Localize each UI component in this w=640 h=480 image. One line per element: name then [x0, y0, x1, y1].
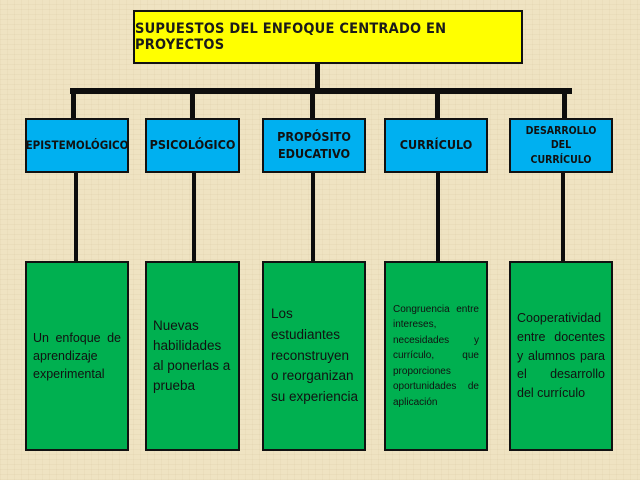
branch-drop-2	[190, 90, 195, 119]
detail-proposito-educativo-text: Los estudiantes reconstruyen o reorganiz…	[271, 305, 359, 405]
detail-curriculo-text: Congruencia entre intereses, necesidades…	[393, 303, 479, 408]
branch-drop-1	[71, 90, 76, 119]
branch-drop-5	[562, 90, 567, 119]
detail-epistemologico: Un enfoque de aprendizaje experimental	[25, 261, 129, 451]
detail-epistemologico-text: Un enfoque de aprendizaje experimental	[33, 330, 121, 382]
branch-drop-3	[310, 90, 315, 119]
header-psicologico: PSICOLÓGICO	[145, 118, 240, 173]
detail-psicologico-text: Nuevas habilidades al ponerlas a prueba	[153, 317, 231, 394]
column-connector-2	[192, 172, 196, 262]
detail-desarrollo-del-curriculo-text: Cooperatividad entre docentes y alumnos …	[517, 311, 605, 401]
diagram-title: SUPUESTOS DEL ENFOQUE CENTRADO EN PROYEC…	[133, 10, 523, 64]
detail-psicologico: Nuevas habilidades al ponerlas a prueba	[145, 261, 240, 451]
trunk-connector	[315, 64, 320, 91]
column-connector-3	[311, 172, 315, 262]
header-curriculo: CURRÍCULO	[384, 118, 488, 173]
header-proposito-educativo: PROPÓSITO EDUCATIVO	[262, 118, 366, 173]
column-connector-4	[436, 172, 440, 262]
detail-curriculo: Congruencia entre intereses, necesidades…	[384, 261, 488, 451]
header-desarrollo-del-curriculo: DESARROLLO DEL CURRÍCULO	[509, 118, 613, 173]
column-connector-1	[74, 172, 78, 262]
header-epistemologico: EPISTEMOLÓGICO	[25, 118, 129, 173]
branch-drop-4	[435, 90, 440, 119]
column-connector-5	[561, 172, 565, 262]
detail-proposito-educativo: Los estudiantes reconstruyen o reorganiz…	[262, 261, 366, 451]
branch-bar	[70, 88, 572, 94]
detail-desarrollo-del-curriculo: Cooperatividad entre docentes y alumnos …	[509, 261, 613, 451]
